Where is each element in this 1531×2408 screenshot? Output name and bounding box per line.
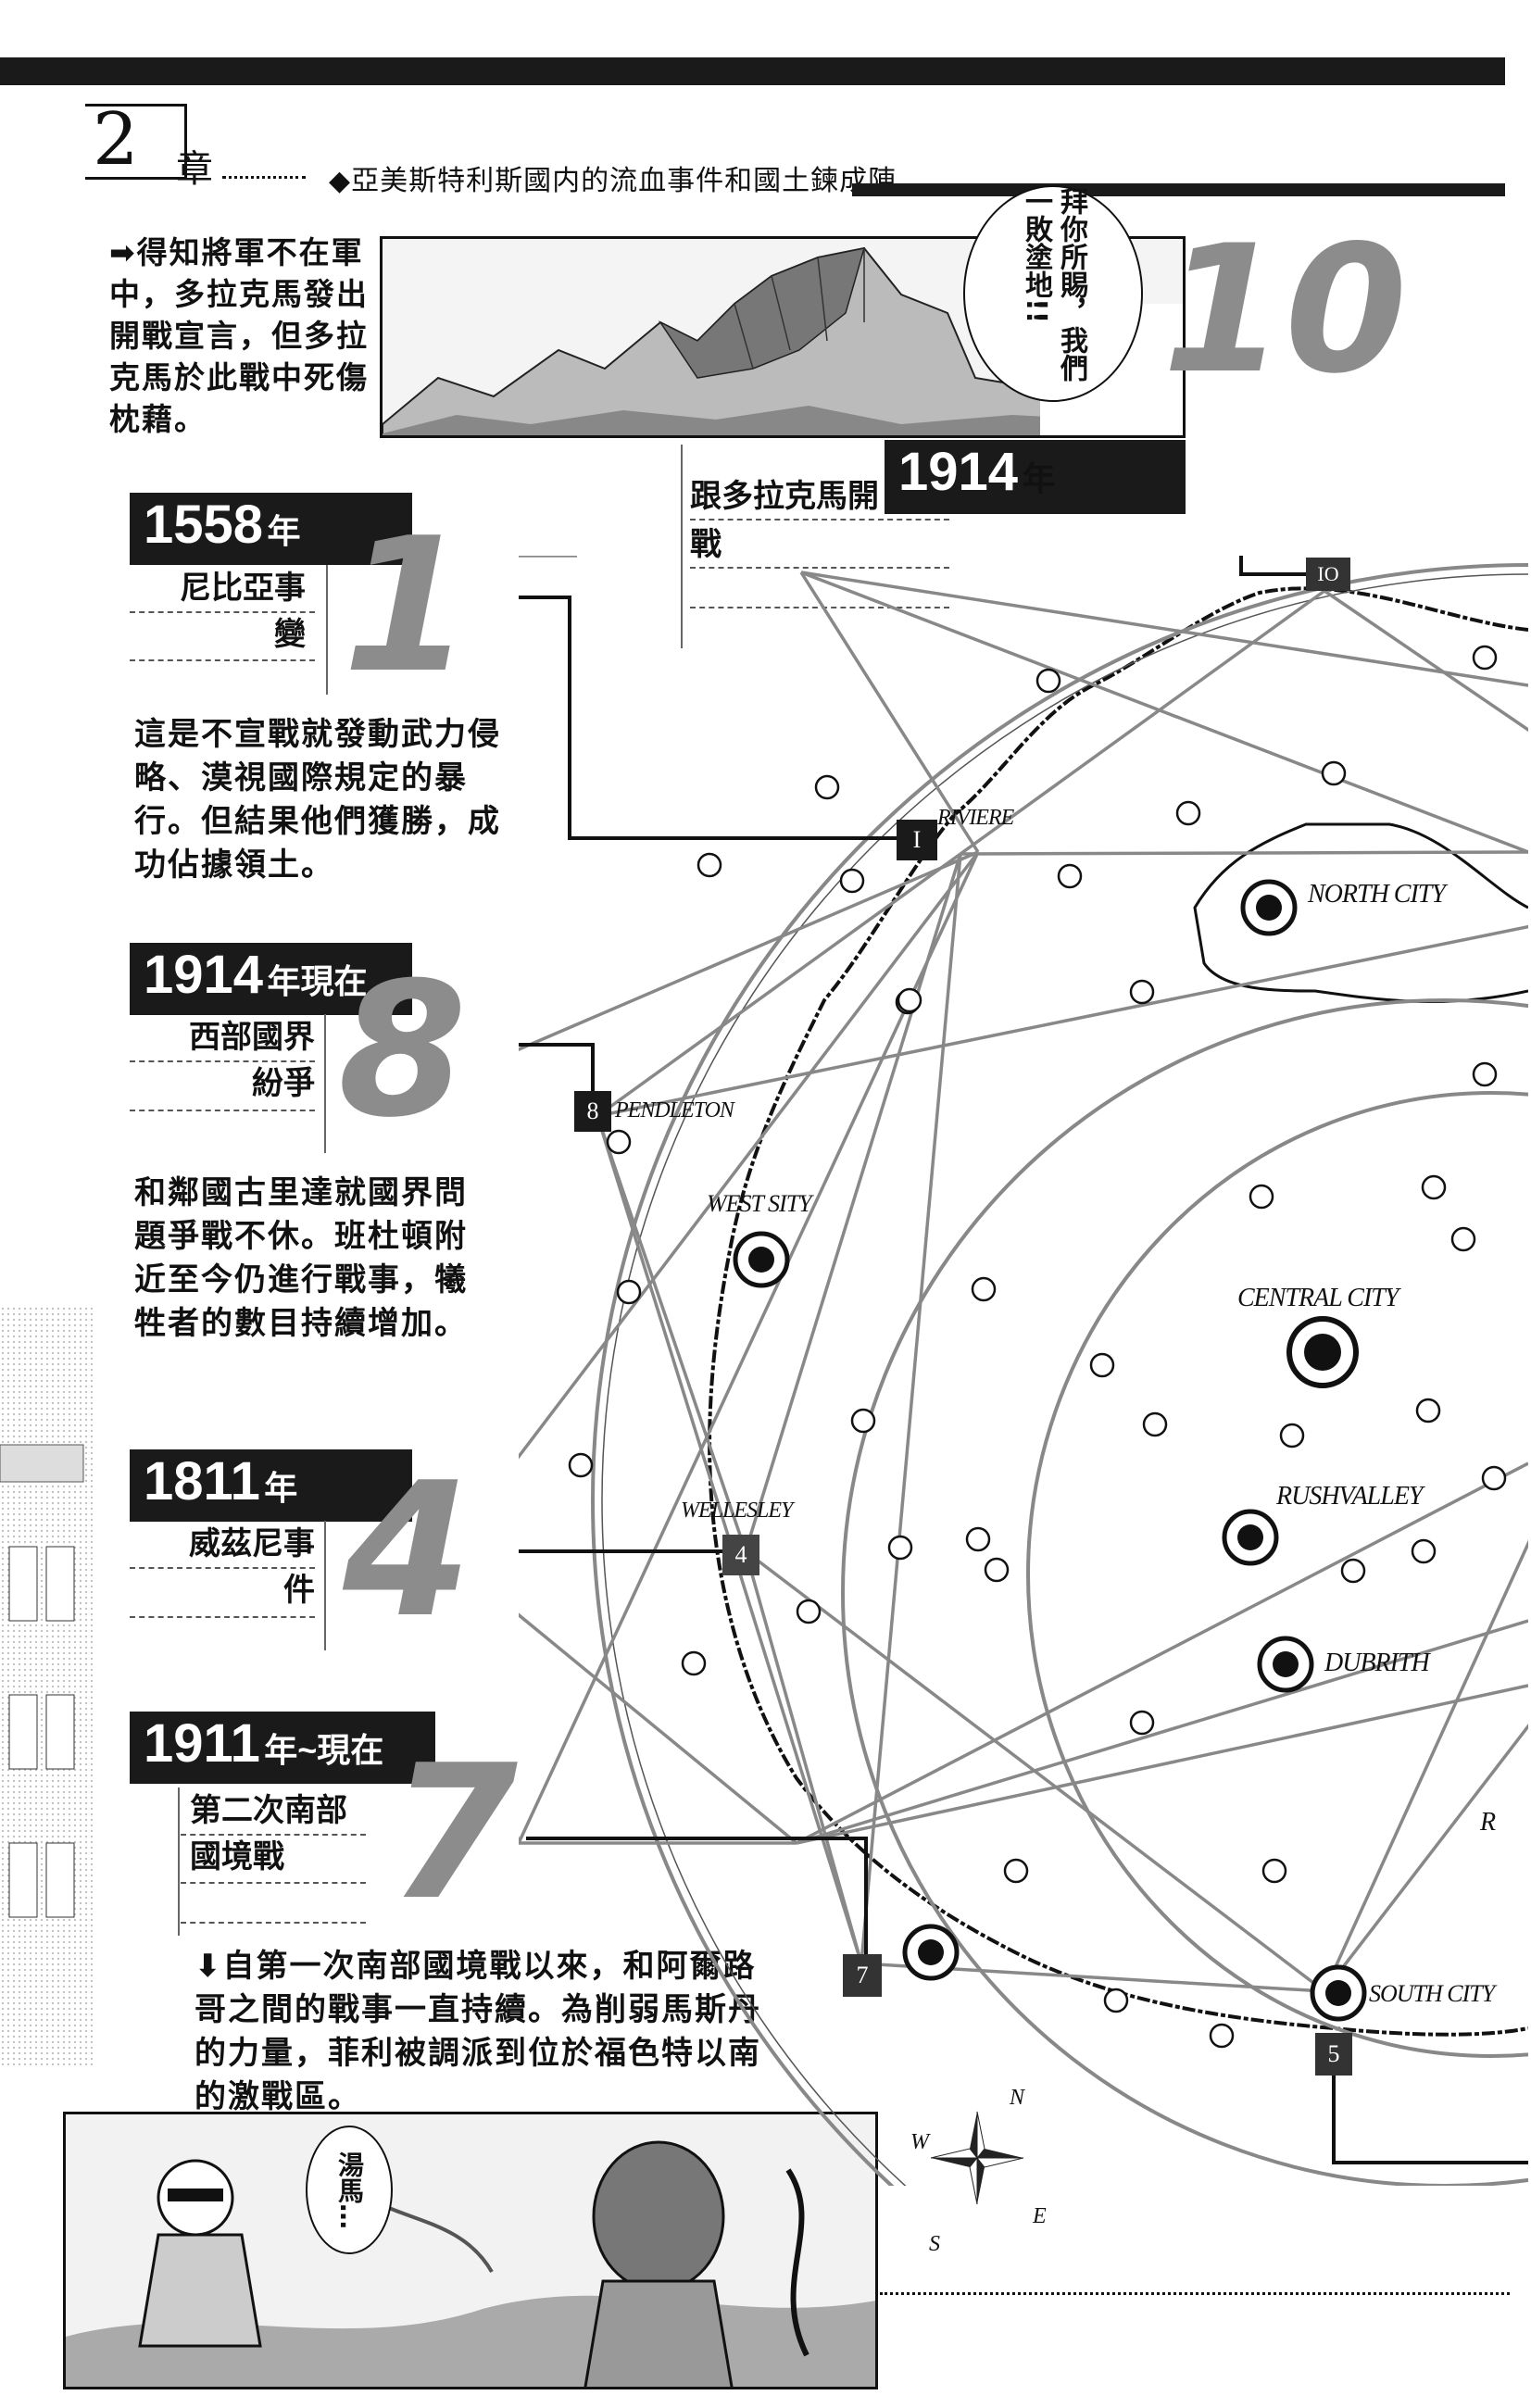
country-outline (708, 586, 1528, 2037)
mountain-panel (380, 236, 1186, 438)
event-1-vline (326, 565, 328, 695)
amestris-map (519, 556, 1528, 2186)
label-riviere: RIVIERE (937, 806, 1014, 830)
event-7-year: 1911 (144, 1713, 260, 1774)
event-4-year: 1811 (144, 1451, 260, 1511)
transmutation-circle (591, 563, 1528, 2186)
leader-lines (519, 556, 1528, 2164)
label-r-partial: R (1480, 1808, 1496, 1837)
speech-bubble-bottom: 湯馬… (306, 2126, 393, 2254)
battle-illustration (66, 2114, 875, 2387)
compass-w: W (910, 2130, 929, 2154)
event-7-dash-1 (181, 1834, 366, 1836)
compass-n: N (1010, 2086, 1024, 2110)
label-pendleton: PENDLETON (615, 1098, 734, 1122)
compass-rose: N E S W (894, 2065, 1060, 2256)
event-1-year: 1558 (144, 495, 264, 555)
event-7-title: 第二次南部國境戰 (190, 1792, 347, 1875)
event-4-year-box: 1811 年 (130, 1449, 412, 1522)
event-4-dash-1 (130, 1567, 315, 1569)
event-10-vline (681, 445, 683, 648)
event-4-year-suffix: 年 (264, 1469, 298, 1507)
label-north-city: NORTH CITY (1308, 880, 1446, 909)
event-1-dash-1 (130, 611, 315, 613)
event-10-dash-1 (690, 519, 949, 520)
event-7-year-box: 1911 年~現在 (130, 1712, 435, 1784)
chapter-box (85, 104, 187, 180)
event-1-year-suffix: 年 (267, 512, 301, 550)
event-8-year: 1914 (144, 945, 264, 1005)
top-caption: ➡得知將軍不在軍中，多拉克馬發出開戰宣言，但多拉克馬於此戰中死傷枕藉。 (109, 234, 369, 437)
event-8-dash-2 (130, 1110, 315, 1111)
event-8-bignum: 8 (338, 943, 468, 1159)
event-8-title: 西部國界紛爭 (189, 1019, 315, 1102)
event-1-title: 尼比亞事變 (180, 570, 306, 653)
event-7-dash-2 (181, 1882, 366, 1884)
event-4-dash-2 (130, 1616, 315, 1618)
event-4-title: 威茲尼事件 (189, 1525, 315, 1609)
building-background (0, 1306, 93, 2065)
event-1-year-box: 1558 年 (130, 493, 412, 565)
event-8-year-suffix: 年現在 (267, 962, 368, 1000)
event-4-bignum: 4 (343, 1443, 472, 1659)
event-1-dash-2 (130, 659, 315, 661)
node-marker-4: 4 (722, 1535, 759, 1575)
event-4-vline (324, 1521, 326, 1650)
node-marker-8: 8 (574, 1091, 611, 1132)
compass-star-icon (930, 2111, 1024, 2205)
chapter-rule (852, 183, 1505, 196)
event-1-bignum: 1 (343, 498, 472, 714)
node-marker-10: IO (1306, 558, 1350, 591)
circle-chords (519, 556, 1528, 1845)
label-dubrith: DUBRITH (1324, 1649, 1430, 1677)
event-8-dash-1 (130, 1060, 315, 1062)
label-wellesley: WELLESLEY (681, 1499, 793, 1523)
top-border-bar (0, 57, 1505, 85)
label-rushvalley: RUSHVALLEY (1276, 1482, 1423, 1511)
chapter-title: ◆亞美斯特利斯國内的流血事件和國土鍊成陣 (329, 165, 897, 197)
compass-e: E (1033, 2204, 1047, 2228)
event-10-bignum: 10 (1162, 207, 1408, 412)
event-7-desc: ⬇自第一次南部國境戰以來，和阿爾路哥之間的戰事一直持續。為削弱馬斯丹的力量，菲利… (195, 1948, 761, 2115)
speech-bubble-top: 拜你所賜，我們一敗塗地!! (963, 185, 1143, 402)
event-8-desc: 和鄰國古里達就國界問題爭戰不休。班杜頓附近至今仍進行戰事，犧牲者的數目持續增加。 (134, 1174, 468, 1342)
event-10-year-suffix: 年 (1022, 459, 1056, 497)
bottom-dotted-line (880, 2292, 1510, 2295)
event-10-dash-3 (690, 607, 949, 608)
node-marker-5: 5 (1315, 2033, 1352, 2076)
event-8-vline (324, 1014, 326, 1153)
event-7-bignum: 7 (389, 1725, 519, 1941)
event-10-year-box: 1914 年 (885, 440, 1186, 514)
label-west-sity: WEST SITY (707, 1190, 812, 1217)
battle-panel (63, 2112, 878, 2389)
event-7-dash-3 (181, 1922, 366, 1924)
event-7-vline (178, 1787, 180, 1936)
chapter-number: 2 (93, 98, 139, 182)
event-1-desc: 這是不宣戰就發動武力侵略、漠視國際規定的暴行。但結果他們獲勝，成功佔據領土。 (134, 716, 501, 884)
chapter-dots (222, 176, 306, 179)
compass-s: S (929, 2232, 940, 2256)
label-central-city: CENTRAL CITY (1237, 1284, 1399, 1312)
chapter-char: 章 (176, 148, 213, 191)
node-marker-1: I (897, 820, 937, 860)
event-10-title: 跟多拉克馬開戰 (690, 478, 879, 563)
mountain-illustration (383, 239, 1183, 435)
event-8-year-box: 1914 年現在 (130, 943, 412, 1015)
event-7-year-suffix: 年~現在 (264, 1731, 384, 1769)
event-10-dash-2 (690, 567, 949, 569)
node-marker-7: 7 (843, 1954, 882, 1997)
label-south-city: SOUTH CITY (1369, 1980, 1495, 2007)
event-10-year: 1914 (898, 442, 1019, 502)
